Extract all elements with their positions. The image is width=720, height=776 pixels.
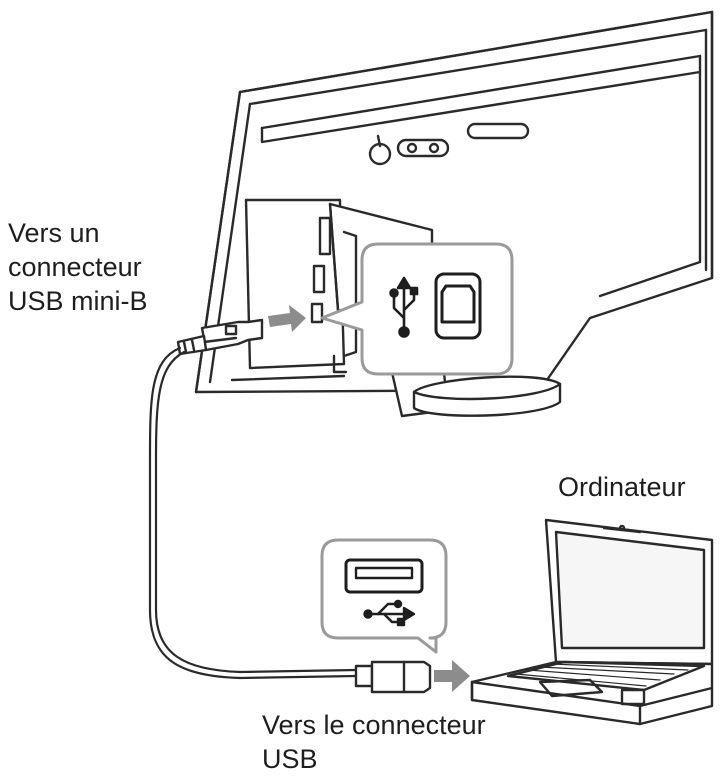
frame-connector-label-line-3: USB mini-B <box>8 286 148 316</box>
computer-port-callout <box>320 538 448 654</box>
usb-symbol-icon <box>389 276 419 338</box>
laptop-computer <box>470 518 714 726</box>
frame-connector-label-line-1: Vers un <box>8 218 100 248</box>
computer-connector-label-line-2: USB <box>262 744 318 774</box>
computer-connector-label-line-1: Vers le connecteur <box>262 710 486 740</box>
usb-symbol-icon <box>363 599 416 627</box>
frame-port-callout <box>320 242 514 376</box>
usb-a-port-icon <box>344 558 424 594</box>
computer-connector-label: Vers le connecteur USB <box>262 708 486 776</box>
usb-a-plug <box>354 660 432 694</box>
computer-label: Ordinateur <box>558 472 686 502</box>
mini-b-plug <box>176 318 264 356</box>
usb-a-insert-arrow <box>434 660 470 692</box>
frame-connector-label-line-2: connecteur <box>8 252 142 282</box>
usb-mini-b-port-icon <box>434 272 482 340</box>
frame-connector-label: Vers un connecteur USB mini-B <box>8 216 148 318</box>
mini-b-insert-arrow <box>268 305 306 332</box>
usb-cable <box>148 346 358 680</box>
